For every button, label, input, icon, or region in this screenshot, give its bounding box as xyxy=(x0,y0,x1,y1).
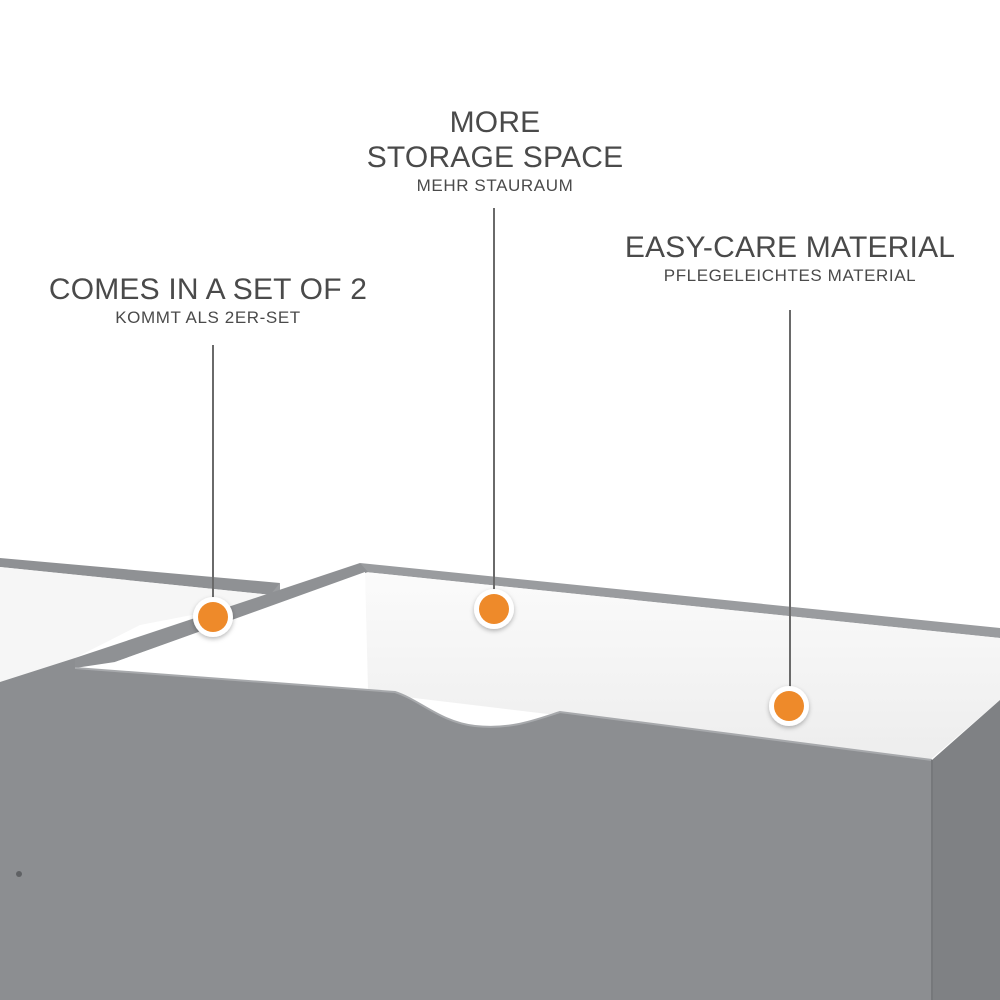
left-drawer-screw-hole xyxy=(16,871,22,877)
main-drawer-back-rim xyxy=(360,563,1000,638)
main-drawer xyxy=(74,563,1000,1000)
main-drawer-left-wall-inner xyxy=(115,572,368,695)
callout-set-of-two: COMES IN A SET OF 2 KOMMT ALS 2ER-SET xyxy=(30,272,386,328)
callout-set-title: COMES IN A SET OF 2 xyxy=(48,273,368,306)
callout-set-subtitle: KOMMT ALS 2ER-SET xyxy=(115,308,301,327)
markers xyxy=(193,589,809,726)
marker-storage xyxy=(474,589,514,629)
callout-care-title: EASY-CARE MATERIAL xyxy=(624,231,956,264)
left-drawer-top-rim xyxy=(0,558,280,595)
callout-storage-title-line1: MORE xyxy=(449,106,541,139)
callout-easy-care: EASY-CARE MATERIAL PFLEGELEICHTES MATERI… xyxy=(600,230,980,286)
left-drawer-interior xyxy=(0,567,272,682)
leader-lines xyxy=(212,208,791,706)
main-drawer-right-wall xyxy=(932,700,1000,1000)
marker-set xyxy=(193,597,233,637)
left-drawer-front xyxy=(0,658,75,1000)
callout-storage-subtitle: MEHR STAURAUM xyxy=(416,176,574,195)
main-drawer-front xyxy=(75,668,932,1000)
callout-storage-space: MORE STORAGE SPACE MEHR STAURAUM xyxy=(345,105,645,196)
callout-care-subtitle: PFLEGELEICHTES MATERIAL xyxy=(663,266,917,285)
marker-care xyxy=(769,686,809,726)
callout-storage-title-line2: STORAGE SPACE xyxy=(366,141,624,174)
main-drawer-front-edge xyxy=(74,667,933,761)
left-drawer xyxy=(0,558,280,1000)
